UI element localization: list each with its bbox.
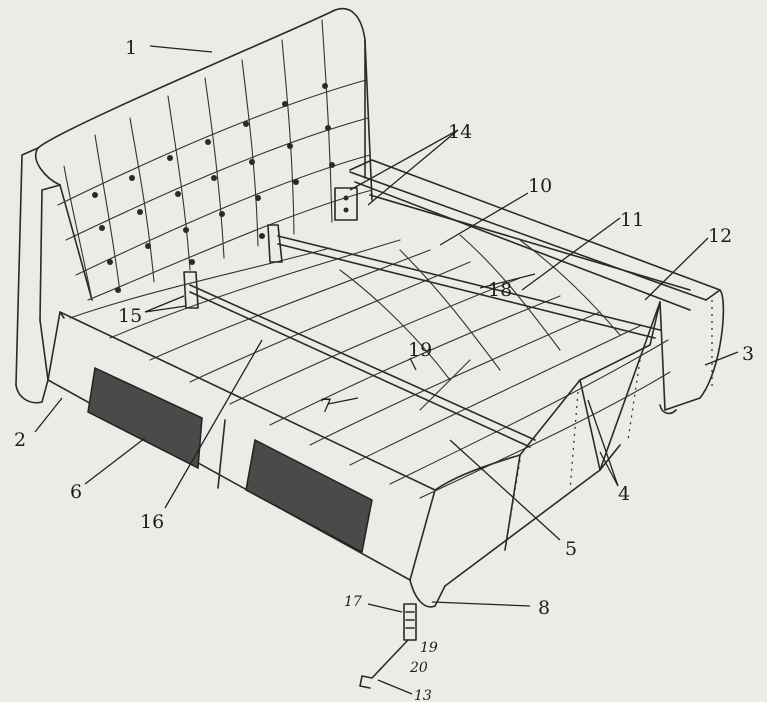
bracket-15	[183, 271, 199, 309]
label-14: 14	[448, 121, 472, 143]
side-panel-left	[87, 366, 203, 470]
folding-panels	[504, 301, 661, 551]
label-20: 20	[409, 660, 428, 676]
bracket-mid	[267, 224, 283, 263]
label-3: 3	[742, 343, 754, 365]
label-19: 19	[408, 339, 432, 361]
label-11: 11	[620, 209, 644, 231]
label-17: 17	[344, 594, 362, 610]
label-6: 6	[70, 481, 82, 503]
front-side-rail	[47, 311, 601, 608]
seat-slats	[69, 194, 691, 499]
label-2: 2	[14, 429, 26, 451]
label-5: 5	[565, 538, 577, 560]
label-16: 16	[140, 511, 164, 533]
label-13: 13	[414, 688, 432, 702]
label-18: 18	[488, 279, 512, 301]
label-8: 8	[538, 597, 550, 619]
side-panel-right	[245, 438, 373, 554]
back-rail	[349, 159, 725, 415]
headboard	[35, 7, 373, 301]
crank-assembly	[359, 603, 417, 689]
label-1: 1	[125, 37, 137, 59]
bracket-14	[334, 187, 358, 221]
leader-lines	[34, 45, 739, 695]
brackets	[183, 187, 358, 309]
label-19-crank: 19	[420, 640, 438, 656]
part-labels: 1 2 3 4 5 6 7 8 10 11 12 13 14 15 16 17 …	[14, 37, 754, 702]
left-leg-post	[15, 147, 61, 404]
label-15: 15	[118, 305, 142, 327]
label-12: 12	[708, 225, 732, 247]
label-4: 4	[618, 483, 630, 505]
label-7: 7	[320, 395, 332, 417]
label-10: 10	[528, 175, 552, 197]
